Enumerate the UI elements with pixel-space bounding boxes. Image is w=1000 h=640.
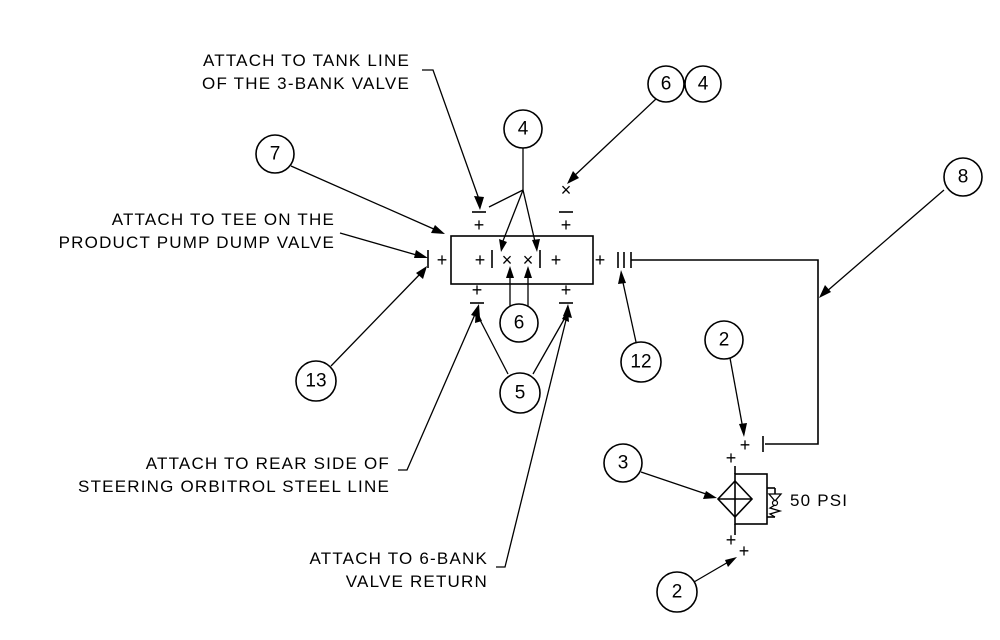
port-bottom-right: + (561, 280, 572, 300)
leader-3 (640, 471, 710, 496)
callout-2-upper: 2 (704, 320, 744, 360)
callout-6-mid: 6 (499, 303, 539, 343)
note-6-bank: ATTACH TO 6-BANK VALVE RETURN (309, 304, 572, 591)
note-rear-side: ATTACH TO REAR SIDE OF STEERING ORBITROL… (78, 304, 480, 496)
manifold-body (450, 235, 594, 285)
leader-2-lower (693, 560, 731, 583)
callout-4-top: 4 (684, 65, 722, 103)
note-rear-side-text-2: STEERING ORBITROL STEEL LINE (78, 477, 390, 496)
arrowhead-4-b (499, 239, 507, 252)
callout-4-top-label: 4 (698, 74, 709, 95)
leader-6-top (571, 97, 658, 179)
pressure-label: 50 PSI (790, 491, 848, 510)
port-inner-right: + (551, 250, 562, 270)
port-top-left: + (474, 215, 485, 235)
arrowhead-13 (416, 266, 427, 279)
callout-12: 12 (620, 341, 662, 383)
filter-bottom-fitting: + (739, 541, 750, 561)
callout-13: 13 (295, 360, 337, 402)
hose-path (631, 259, 819, 445)
arrowhead-tank-line (474, 196, 484, 210)
callout-3-label: 3 (618, 453, 629, 474)
filter-top-fitting: + (740, 435, 751, 455)
leader-2-upper (729, 357, 744, 430)
port-inner-left: + (475, 250, 486, 270)
callout-2-lower-label: 2 (672, 582, 683, 603)
leader-4-c (522, 189, 537, 247)
callout-4-mid-label: 4 (518, 119, 529, 140)
filter-top-port: + (726, 448, 737, 468)
callout-2-lower: 2 (656, 571, 698, 613)
callout-6-top: 6 (647, 65, 685, 103)
note-6-bank-text-2: VALVE RETURN (346, 572, 488, 591)
arrowhead-6-mid-a (506, 266, 514, 278)
leader-4-b (500, 189, 524, 247)
check-valve-icon (767, 493, 783, 502)
note-6-bank-text-1: ATTACH TO 6-BANK (309, 549, 488, 568)
leader-tee (339, 232, 421, 257)
callout-7-label: 7 (270, 144, 281, 165)
leader-6-bank (496, 311, 569, 568)
hose-line (617, 252, 819, 452)
arrowhead-5-b (562, 309, 569, 322)
leader-rear-side (398, 311, 477, 471)
leader-4-a (488, 189, 524, 208)
callout-7: 7 (255, 134, 295, 174)
filter-assembly: + + 50 PSI + + (716, 435, 848, 561)
leader-13 (330, 271, 423, 367)
arrowhead-5-a (475, 309, 482, 323)
callout-13-label: 13 (305, 371, 326, 392)
callout-2-upper-label: 2 (719, 330, 730, 351)
port-right: + (595, 250, 606, 270)
callout-6-top-label: 6 (661, 74, 672, 95)
callout-4-mid: 4 (503, 109, 543, 149)
callout-5: 5 (499, 372, 541, 414)
leader-12 (621, 277, 637, 343)
arrowhead-7 (431, 225, 445, 234)
note-tank-line-text-1: ATTACH TO TANK LINE (203, 51, 410, 70)
filter-bottom-port: + (726, 530, 737, 550)
leader-tank-line (422, 69, 481, 203)
note-tee-text-2: PRODUCT PUMP DUMP VALVE (59, 233, 335, 252)
callout-8: 8 (943, 157, 983, 197)
arrowhead-2-lower (725, 557, 737, 567)
arrowhead-8 (819, 285, 831, 298)
leader-8 (825, 189, 945, 293)
arrowhead-6-top (567, 171, 579, 184)
arrowhead-3 (703, 491, 717, 499)
arrowhead-4-c (532, 239, 540, 252)
callout-12-label: 12 (630, 352, 651, 373)
arrowhead-2-upper (739, 423, 747, 437)
callout-8-label: 8 (958, 167, 969, 188)
note-tank-line: ATTACH TO TANK LINE OF THE 3-BANK VALVE (202, 51, 484, 210)
callout-6-mid-label: 6 (514, 313, 525, 334)
note-tee-text-1: ATTACH TO TEE ON THE (112, 210, 335, 229)
arrowhead-tee (414, 250, 428, 258)
note-tank-line-text-2: OF THE 3-BANK VALVE (202, 74, 410, 93)
plug-top-right: × (561, 180, 572, 200)
note-rear-side-text-1: ATTACH TO REAR SIDE OF (146, 454, 390, 473)
port-left: + (437, 250, 448, 270)
leader-5-b (532, 315, 567, 375)
arrowhead-12 (618, 270, 626, 284)
leader-7 (290, 165, 437, 231)
bypass-spring-icon (768, 504, 783, 518)
arrowhead-6-mid-b (524, 266, 532, 278)
manifold-block: + + × + + + + + × × + (427, 180, 606, 304)
plug-inner-right: × (523, 250, 534, 270)
callout-5-label: 5 (515, 383, 526, 404)
check-ball-icon (771, 499, 779, 507)
plug-inner-left: × (502, 250, 513, 270)
callout-3: 3 (603, 443, 643, 483)
leader-5-a (477, 315, 509, 375)
port-top-right: + (561, 215, 572, 235)
port-bottom-left: + (472, 280, 483, 300)
note-tee: ATTACH TO TEE ON THE PRODUCT PUMP DUMP V… (59, 210, 428, 258)
